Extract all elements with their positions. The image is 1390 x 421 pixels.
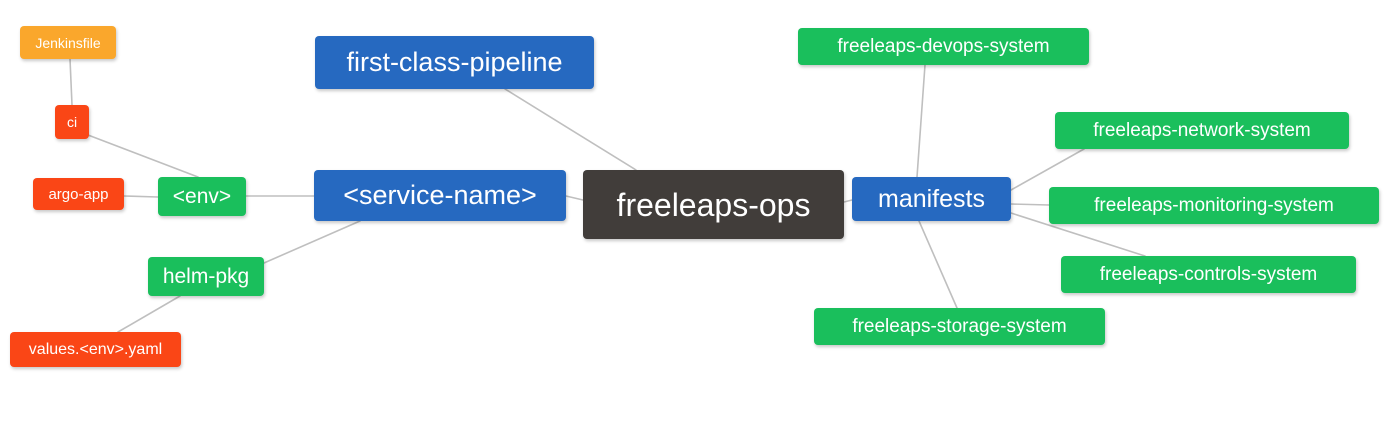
edge-manifests-to-monitoring-system	[1010, 203, 1050, 206]
edge-jenkinsfile-to-ci	[69, 58, 73, 106]
edge-manifests-to-devops-system	[916, 64, 926, 178]
node-network-system[interactable]: freeleaps-network-system	[1055, 112, 1349, 149]
node-label-jenkinsfile: Jenkinsfile	[35, 34, 101, 51]
node-storage-system[interactable]: freeleaps-storage-system	[814, 308, 1105, 345]
edge-helm-pkg-to-values-yaml	[117, 295, 181, 333]
node-label-first-class-pipeline: first-class-pipeline	[346, 47, 563, 77]
node-label-freeleaps-ops: freeleaps-ops	[616, 186, 811, 223]
node-label-controls-system: freeleaps-controls-system	[1099, 264, 1318, 285]
edge-manifests-to-network-system	[1010, 148, 1085, 191]
node-label-argo-app: argo-app	[48, 185, 109, 203]
node-manifests[interactable]: manifests	[852, 177, 1011, 221]
edge-argo-app-to-env	[123, 195, 159, 198]
node-label-monitoring-system: freeleaps-monitoring-system	[1094, 195, 1334, 216]
node-label-helm-pkg: helm-pkg	[162, 265, 250, 288]
node-label-storage-system: freeleaps-storage-system	[852, 316, 1067, 337]
node-service-name[interactable]: <service-name>	[314, 170, 566, 221]
node-label-values-yaml: values.<env>.yaml	[28, 340, 163, 358]
edge-service-name-to-helm-pkg	[263, 220, 361, 264]
node-label-network-system: freeleaps-network-system	[1093, 120, 1311, 141]
edge-ci-to-env	[87, 134, 199, 178]
edge-first-class-pipeline-to-freeleaps-ops	[504, 88, 637, 171]
node-controls-system[interactable]: freeleaps-controls-system	[1061, 256, 1356, 293]
node-label-ci: ci	[66, 114, 78, 130]
node-label-service-name: <service-name>	[343, 180, 537, 210]
node-first-class-pipeline[interactable]: first-class-pipeline	[315, 36, 594, 89]
node-label-manifests: manifests	[878, 184, 985, 213]
edge-manifests-to-controls-system	[1010, 212, 1146, 257]
node-ci[interactable]: ci	[55, 105, 89, 139]
edge-freeleaps-ops-to-manifests	[843, 199, 853, 203]
edge-manifests-to-storage-system	[918, 220, 958, 309]
node-helm-pkg[interactable]: helm-pkg	[148, 257, 264, 296]
node-label-devops-system: freeleaps-devops-system	[837, 36, 1050, 57]
node-freeleaps-ops[interactable]: freeleaps-ops	[583, 170, 844, 239]
node-monitoring-system[interactable]: freeleaps-monitoring-system	[1049, 187, 1379, 224]
node-env[interactable]: <env>	[158, 177, 246, 216]
node-devops-system[interactable]: freeleaps-devops-system	[798, 28, 1089, 65]
node-jenkinsfile[interactable]: Jenkinsfile	[20, 26, 116, 59]
node-values-yaml[interactable]: values.<env>.yaml	[10, 332, 181, 367]
node-argo-app[interactable]: argo-app	[33, 178, 124, 210]
edge-service-name-to-freeleaps-ops	[565, 195, 584, 201]
node-label-env: <env>	[172, 185, 232, 208]
